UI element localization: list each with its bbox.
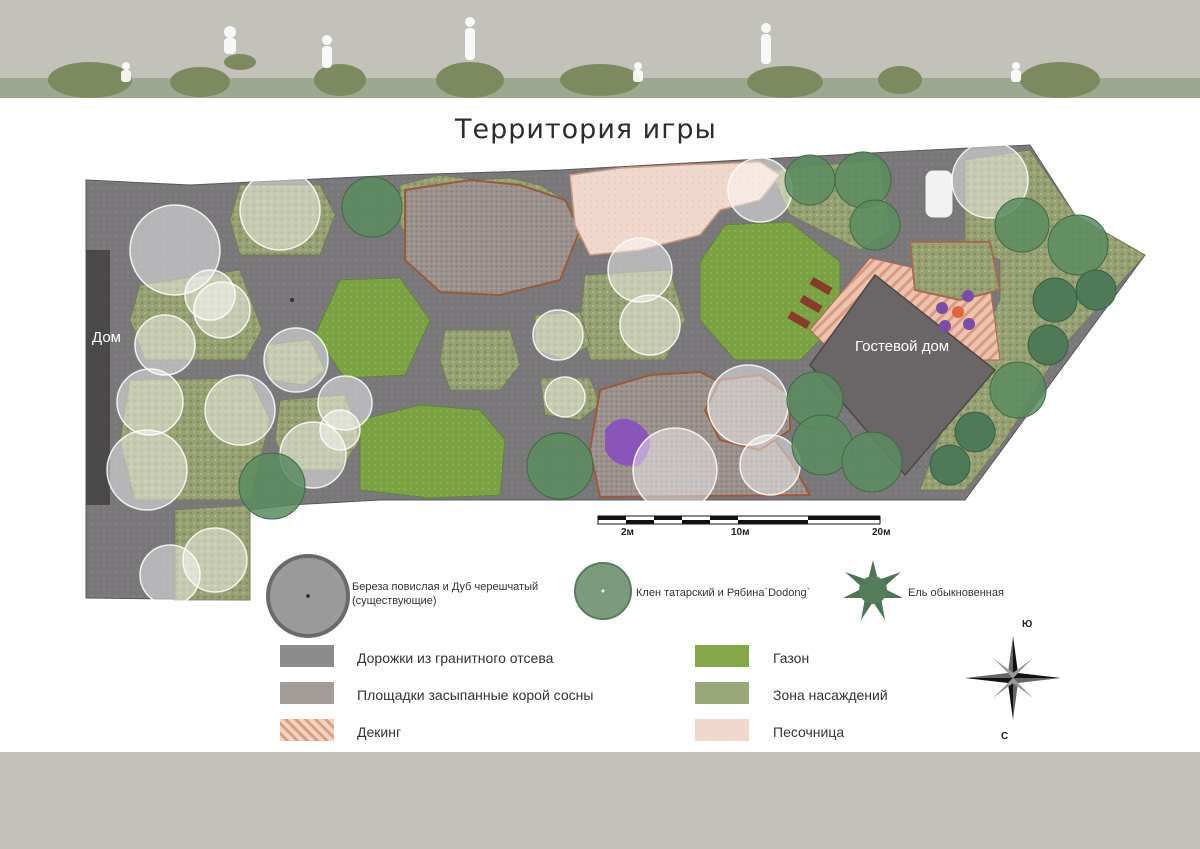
scale-label-2m: 2м <box>621 527 634 538</box>
legend-swatch-planting <box>695 682 749 704</box>
top-decorative-band <box>0 0 1200 98</box>
guest-house-label: Гостевой дом <box>855 338 950 355</box>
legend-sandbox-label: Песочница <box>773 724 845 740</box>
existing-trees <box>106 141 1029 606</box>
scale-bar <box>597 515 881 525</box>
house-label: Дом <box>92 329 121 346</box>
bottom-band <box>0 752 1200 849</box>
legend-spruce-label: Ель обыкновенная <box>908 587 1004 599</box>
legend-swatch-bark <box>280 682 334 704</box>
legend-swatch-sandbox <box>695 719 749 741</box>
sandbox-area <box>569 161 782 256</box>
legend-swatch-gravel-paths <box>280 645 334 667</box>
spruce-trees <box>929 269 1117 486</box>
floating-rocks-illustration <box>0 17 1200 98</box>
legend-swatch-lawn <box>695 645 749 667</box>
legend-existing-trees-label: Береза повислая и Дуб черешчатый (сущест… <box>352 581 539 607</box>
bark-play-areas <box>404 178 812 499</box>
legend-planting-label: Зона насаждений <box>773 687 888 703</box>
legend-lawn-label: Газон <box>773 650 810 666</box>
legend-tree-icons <box>266 554 903 638</box>
legend-swatch-decking <box>280 719 334 741</box>
compass-south-label: Ю <box>1022 619 1033 630</box>
legend-bark-label: Площадки засыпанные корой сосны <box>357 687 594 703</box>
legend-maple-rowan-label: Клен татарский и Рябина`Dodong` <box>636 587 811 599</box>
scale-label-10m: 10м <box>731 527 750 538</box>
guest-planter <box>908 241 1002 302</box>
page-title: Территория игры <box>455 114 717 145</box>
legend-gravel-paths-label: Дорожки из гранитного отсева <box>357 650 554 666</box>
compass-north-label: С <box>1001 731 1009 742</box>
benches <box>787 277 833 329</box>
scale-label-20m: 20м <box>872 527 891 538</box>
guest-house-roof <box>809 273 997 477</box>
house-building <box>86 250 110 505</box>
terrace-chairs <box>936 290 975 332</box>
legend-decking-label: Декинг <box>357 724 402 740</box>
maple-rowan-trees <box>238 151 1109 520</box>
purple-play-structure <box>605 418 650 466</box>
compass-rose <box>965 636 1061 720</box>
terrace-table <box>952 306 964 318</box>
car <box>924 169 954 219</box>
